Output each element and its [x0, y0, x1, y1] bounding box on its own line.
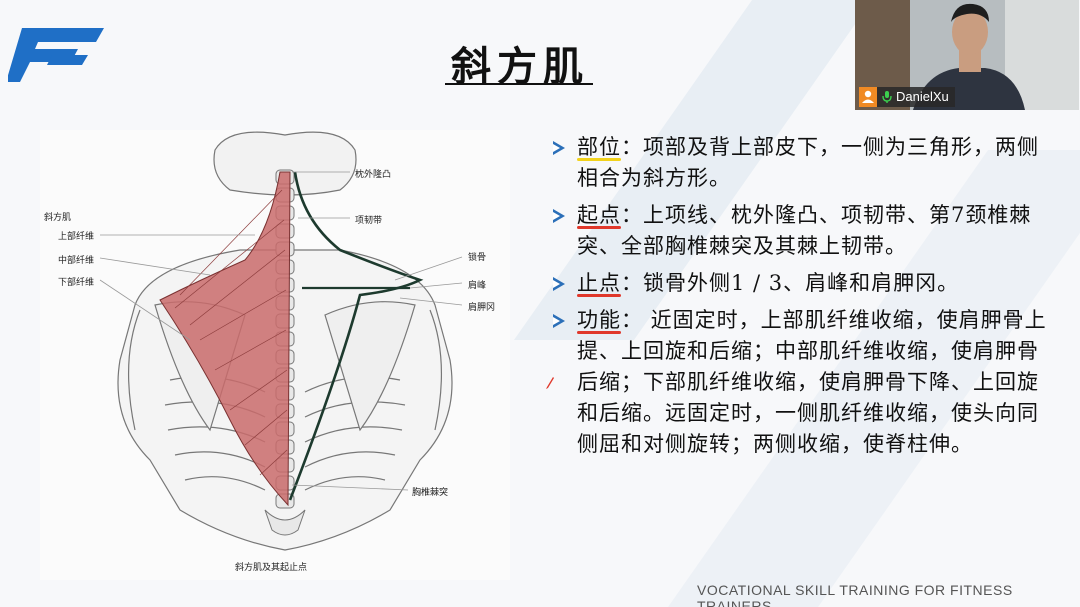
participant-name: DanielXu — [896, 89, 949, 104]
bullet-separator: ： — [621, 135, 643, 159]
title-underline — [445, 83, 593, 85]
slide-title: 斜方肌 — [451, 43, 589, 90]
highlight-underline — [577, 331, 621, 334]
participant-video-feed — [855, 0, 1079, 110]
bullet-origin: 起点：上项线、枕外隆凸、项韧带、第7颈椎棘突、全部胸椎棘突及其棘上韧带。 — [553, 200, 1053, 262]
bullet-insertion: 止点：锁骨外侧1 / 3、肩峰和肩胛冈。 — [553, 268, 1053, 299]
bullet-arrow-icon — [553, 277, 565, 291]
bullet-list: 部位：项部及背上部皮下，一侧为三角形，两侧相合为斜方形。 起点：上项线、枕外隆凸… — [553, 132, 1053, 466]
figure-label: 锁骨 — [468, 253, 487, 263]
bullet-key: 起点 — [577, 203, 621, 229]
pen-cursor-icon — [546, 377, 554, 389]
bullet-text: 锁骨外侧1 / 3、肩峰和肩胛冈。 — [643, 271, 960, 295]
highlight-underline — [577, 226, 621, 229]
figure-label: 胸椎棘突 — [412, 488, 449, 498]
bullet-separator: ： — [621, 308, 643, 332]
trapezius-illustration — [99, 131, 463, 551]
figure-label: 中部纤维 — [58, 256, 95, 266]
brand-logo — [8, 28, 104, 82]
slide-footer: VOCATIONAL SKILL TRAINING FOR FITNESS TR… — [697, 582, 1013, 607]
figure-label: 下部纤维 — [58, 278, 95, 288]
figure-label: 肩峰 — [468, 281, 487, 291]
participant-name-tag: DanielXu — [859, 87, 955, 107]
figure-label: 上部纤维 — [58, 232, 95, 242]
bullet-location: 部位：项部及背上部皮下，一侧为三角形，两侧相合为斜方形。 — [553, 132, 1053, 194]
highlight-underline — [577, 158, 621, 161]
figure-label: 斜方肌 — [44, 213, 72, 223]
figure-label: 项韧带 — [355, 216, 383, 226]
bullet-text: 近固定时，上部肌纤维收缩，使肩胛骨上提、上回旋和后缩；中部肌纤维收缩，使肩胛骨后… — [577, 308, 1047, 456]
bullet-function: 功能： 近固定时，上部肌纤维收缩，使肩胛骨上提、上回旋和后缩；中部肌纤维收缩，使… — [553, 305, 1053, 460]
microphone-icon[interactable] — [881, 90, 893, 104]
bullet-separator: ： — [621, 203, 643, 227]
user-icon — [859, 87, 877, 107]
figure-label: 肩胛冈 — [468, 303, 496, 313]
bullet-key: 止点 — [577, 271, 621, 297]
participant-video-tile[interactable]: DanielXu — [855, 0, 1079, 110]
bullet-separator: ： — [621, 271, 643, 295]
bullet-arrow-icon — [553, 209, 565, 223]
bullet-key: 功能 — [577, 308, 621, 334]
figure-caption: 斜方肌及其起止点 — [235, 563, 308, 573]
bullet-text: 项部及背上部皮下，一侧为三角形，两侧相合为斜方形。 — [577, 135, 1039, 190]
anatomy-figure: 斜方肌 上部纤维 中部纤维 下部纤维 枕外隆凸 项韧带 锁骨 肩峰 肩胛冈 胸椎… — [40, 130, 510, 580]
bullet-arrow-icon — [553, 141, 565, 155]
bullet-arrow-icon — [553, 314, 565, 328]
figure-label: 枕外隆凸 — [355, 170, 392, 180]
highlight-underline — [577, 294, 621, 297]
bullet-key: 部位 — [577, 135, 621, 161]
bullet-text: 上项线、枕外隆凸、项韧带、第7颈椎棘突、全部胸椎棘突及其棘上韧带。 — [577, 203, 1032, 258]
